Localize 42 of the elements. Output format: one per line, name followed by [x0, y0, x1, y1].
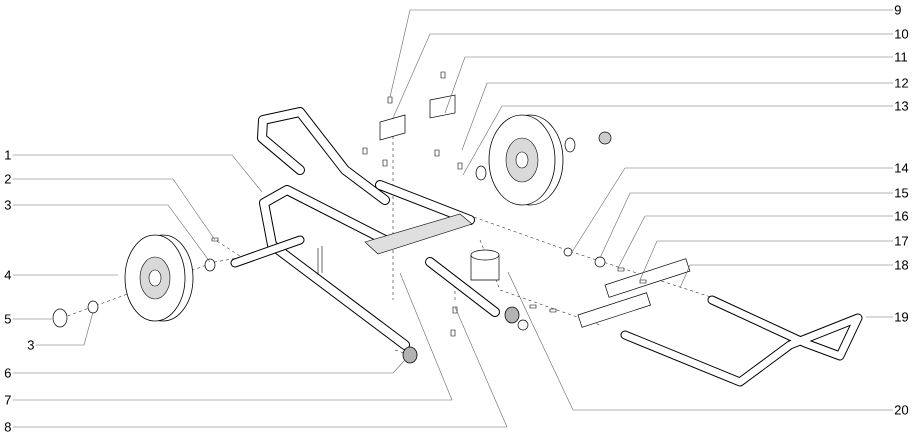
callout-number: 9 [894, 5, 901, 15]
callout-number: 3 [4, 200, 11, 210]
leader-line [600, 192, 894, 258]
callout-number: 11 [895, 52, 908, 62]
leader-line [444, 56, 894, 114]
leader-line [390, 10, 894, 98]
leader-line [572, 168, 894, 252]
callout-number: 2 [4, 174, 11, 184]
callout-number: 7 [4, 396, 11, 404]
leader-line [12, 154, 262, 192]
leader-line [680, 264, 894, 288]
callout-number: 17 [895, 236, 908, 246]
leader-line [12, 272, 452, 400]
callout-number: 13 [895, 101, 908, 111]
leader-line [866, 316, 894, 318]
callout-number: 15 [895, 188, 908, 198]
callout-number: 12 [895, 78, 908, 88]
leader-line [462, 82, 894, 150]
callout-number: 4 [4, 270, 12, 280]
callout-number: 3 [28, 340, 34, 350]
callout-number: 10 [895, 29, 908, 39]
leader-line [462, 106, 894, 176]
callout-number: 20 [894, 405, 908, 415]
leader-line [35, 312, 94, 346]
callout-number: 5 [4, 314, 11, 324]
callout-number: 16 [895, 211, 908, 221]
leader-line [12, 274, 118, 276]
callout-number: 19 [895, 312, 908, 322]
leader-line [640, 240, 894, 280]
callout-number: 8 [4, 422, 11, 432]
leader-line [12, 204, 210, 262]
leader-line [392, 34, 894, 118]
leader-line [12, 318, 52, 320]
callout-number: 14 [895, 164, 908, 172]
leader-line [12, 306, 508, 428]
callout-number: 1 [5, 150, 11, 160]
callout-number: 6 [4, 368, 11, 378]
leader-line [12, 178, 216, 240]
leader-line [618, 216, 894, 268]
callout-number: 18 [895, 260, 908, 270]
leader-line [12, 360, 406, 374]
leader-line [508, 272, 894, 410]
